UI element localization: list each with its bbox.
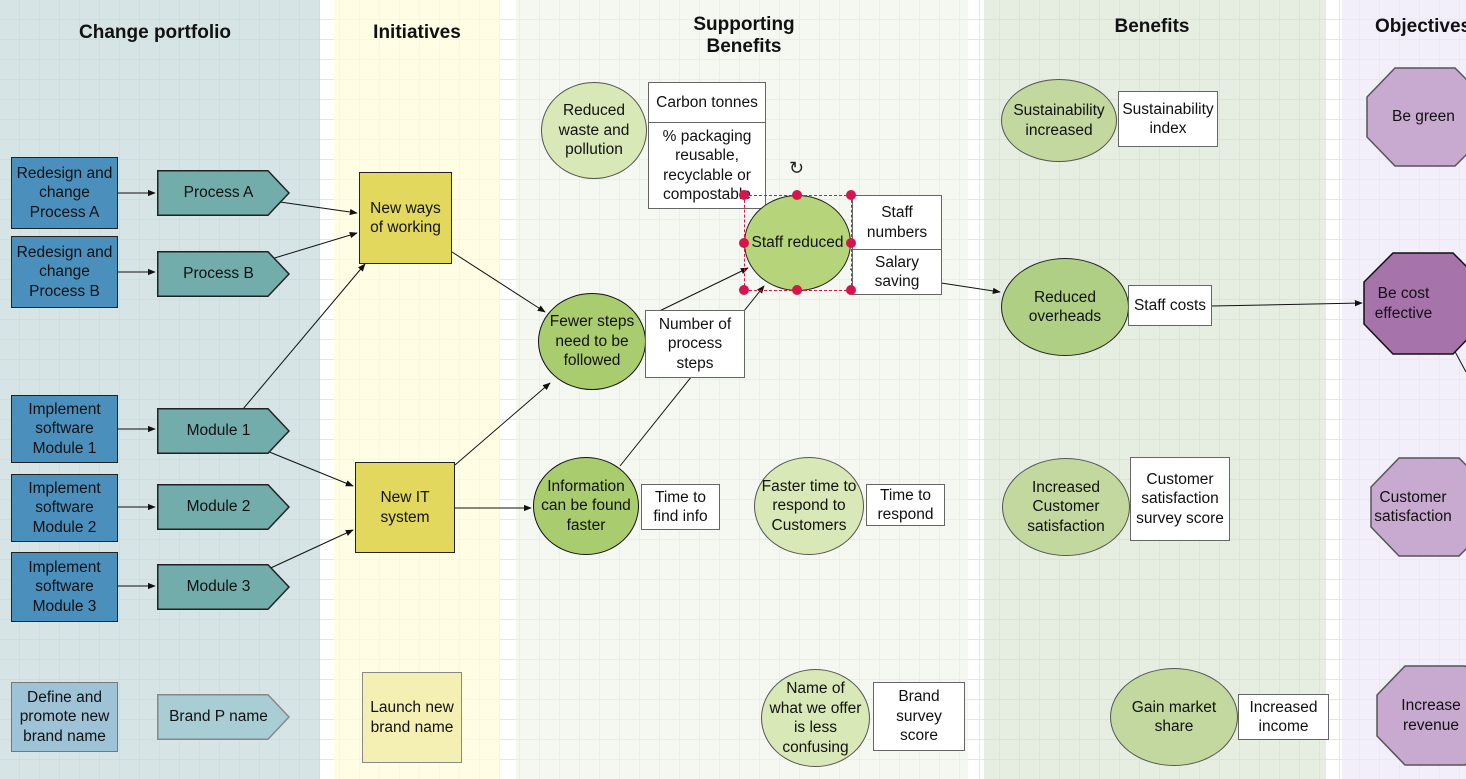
deliverable-label: Process A [183, 184, 254, 202]
initiative-new-it-system[interactable]: New IT system [355, 462, 455, 553]
benefit-staff-reduced[interactable]: Staff reduced [744, 195, 851, 291]
resize-handle-s[interactable] [792, 285, 802, 295]
deliverable-process-b[interactable]: Process B [157, 251, 291, 297]
measure-staff-numbers[interactable]: Staff numbers [852, 195, 942, 250]
objective-label: Customer satisfaction [1374, 488, 1452, 526]
benefit-reduced-overheads[interactable]: Reduced overheads [1001, 258, 1129, 356]
deliverable-module-3[interactable]: Module 3 [157, 564, 291, 610]
lane-title-change-portfolio: Change portfolio [79, 22, 231, 43]
measure-packaging[interactable]: % packaging reusable, recyclable or comp… [648, 122, 766, 209]
resize-handle-w[interactable] [739, 238, 749, 248]
resize-handle-n[interactable] [792, 190, 802, 200]
benefit-increased-customer-satisfaction[interactable]: Increased Customer satisfaction [1002, 458, 1130, 556]
lane-title-supporting-benefits: Supporting Benefits [693, 14, 795, 57]
measure-carbon-tonnes[interactable]: Carbon tonnes [648, 82, 766, 123]
selection-frame [744, 195, 852, 291]
resize-handle-ne[interactable] [846, 190, 856, 200]
objective-be-cost-effective[interactable]: Be cost effective [1363, 252, 1466, 355]
connector-module1-new-ways [242, 263, 366, 410]
objective-customer-satisfaction[interactable]: Customer satisfaction [1370, 457, 1466, 557]
rotate-icon[interactable]: ↻ [789, 158, 805, 178]
octagon-shape [1376, 665, 1466, 766]
measure-number-of-steps[interactable]: Number of process steps [645, 310, 745, 378]
deliverable-module-1[interactable]: Module 1 [157, 408, 291, 454]
lane-change-portfolio [0, 0, 320, 779]
connector-overheads-cost-effective [1211, 299, 1363, 307]
deliverable-label: Process B [183, 265, 254, 283]
resize-handle-e[interactable] [846, 238, 856, 248]
pentagon-shape [157, 170, 291, 216]
benefit-faster-response[interactable]: Faster time to respond to Customers [754, 457, 864, 555]
benefit-gain-market-share[interactable]: Gain market share [1110, 668, 1238, 766]
change-item-implement-module-3[interactable]: Implement software Module 3 [11, 552, 118, 622]
deliverable-process-a[interactable]: Process A [157, 170, 291, 216]
benefit-fewer-steps[interactable]: Fewer steps need to be followed [538, 293, 646, 390]
deliverable-module-2[interactable]: Module 2 [157, 484, 291, 530]
change-item-implement-module-1[interactable]: Implement software Module 1 [11, 395, 118, 463]
initiative-new-ways-of-working[interactable]: New ways of working [359, 172, 452, 264]
objective-increase-revenue[interactable]: Increase revenue [1376, 665, 1466, 766]
measure-salary-saving[interactable]: Salary saving [852, 249, 942, 295]
measure-time-to-respond[interactable]: Time to respond [866, 484, 945, 526]
pentagon-shape [157, 694, 291, 740]
connector-fewer-steps-staff-reduced [644, 267, 749, 319]
connector-module3-new-it [261, 529, 354, 573]
pentagon-shape [157, 484, 291, 530]
change-item-redesign-process-b[interactable]: Redesign and change Process B [11, 236, 118, 308]
measure-time-to-find-info[interactable]: Time to find info [641, 484, 720, 530]
lane-initiatives [334, 0, 500, 779]
resize-handle-sw[interactable] [739, 285, 749, 295]
octagon-shape [1366, 67, 1466, 167]
benefit-information-found-faster[interactable]: Information can be found faster [533, 457, 639, 555]
benefit-reduced-waste[interactable]: Reduced waste and pollution [541, 82, 647, 179]
pentagon-shape [157, 408, 291, 454]
objective-label: Be cost effective [1374, 285, 1433, 322]
lane-title-benefits: Benefits [1114, 16, 1190, 37]
deliverable-label: Module 1 [186, 422, 251, 440]
objective-be-green[interactable]: Be green [1366, 67, 1466, 167]
resize-handle-nw[interactable] [739, 190, 749, 200]
change-item-redesign-process-a[interactable]: Redesign and change Process A [11, 157, 118, 229]
octagon-shape [1370, 457, 1466, 557]
initiative-launch-brand-name[interactable]: Launch new brand name [362, 672, 462, 763]
benefit-sustainability-increased[interactable]: Sustainability increased [1001, 79, 1117, 162]
resize-handle-se[interactable] [846, 285, 856, 295]
measure-customer-survey-score[interactable]: Customer satisfaction survey score [1130, 457, 1230, 541]
connector-new-ways-fewer-steps [451, 251, 546, 313]
pentagon-shape [157, 251, 291, 297]
change-item-define-brand[interactable]: Define and promote new brand name [11, 682, 118, 752]
measure-sustainability-index[interactable]: Sustainability index [1118, 91, 1218, 147]
lane-title-initiatives: Initiatives [373, 22, 461, 43]
objective-label: Increase revenue [1401, 697, 1461, 734]
lane-title-objectives: Objectives [1375, 16, 1466, 37]
measure-staff-costs[interactable]: Staff costs [1128, 285, 1212, 326]
objective-label: Be green [1392, 108, 1455, 126]
change-item-implement-module-2[interactable]: Implement software Module 2 [11, 474, 118, 542]
benefit-name-less-confusing[interactable]: Name of what we offer is less confusing [761, 669, 870, 767]
deliverable-label: Module 3 [186, 578, 251, 596]
connector-process-b-new-ways [267, 232, 358, 261]
connector-new-it-fewer-steps [454, 382, 551, 466]
connector-process-a-new-ways [279, 201, 358, 216]
deliverable-label: Brand P name [169, 708, 268, 726]
deliverable-label: Module 2 [186, 498, 251, 516]
measure-brand-survey-score[interactable]: Brand survey score [873, 682, 965, 751]
pentagon-shape [157, 564, 291, 610]
deliverable-brand-p-name[interactable]: Brand P name [157, 694, 291, 740]
octagon-shape [1363, 252, 1466, 355]
measure-increased-income[interactable]: Increased income [1238, 694, 1329, 740]
connector-module1-new-it [261, 448, 354, 487]
